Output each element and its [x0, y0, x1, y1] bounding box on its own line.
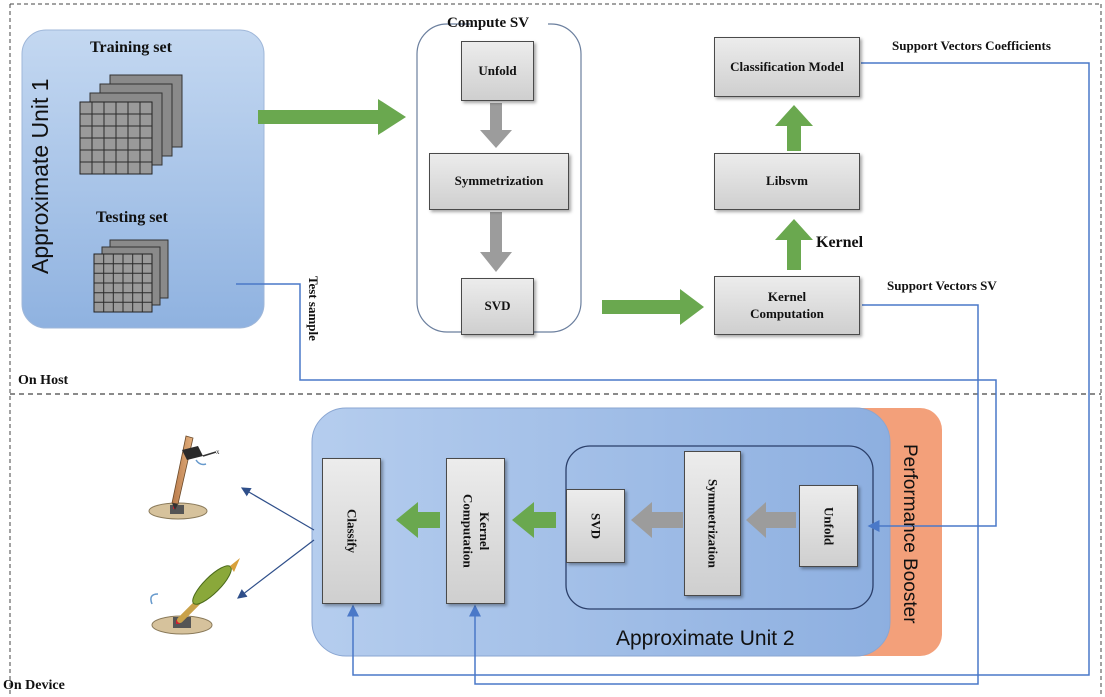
svg-text:x: x	[216, 448, 220, 456]
compute-sv-title: Compute SV	[447, 15, 530, 31]
training-set-grid-icon	[79, 74, 183, 175]
coefficients-line	[347, 62, 1090, 676]
on-device-label: On Device	[3, 678, 65, 693]
gray-arrow-unfold-sym-device	[746, 502, 796, 538]
classification-model-box: Classification Model	[714, 37, 860, 97]
outer-frame	[9, 3, 1102, 697]
support-vectors-sv-label: Support Vectors SV	[887, 278, 997, 293]
classify-out-arrow-2	[237, 539, 315, 599]
device-symmetrization-box: Symmetrization	[684, 451, 741, 596]
host-symmetrization-box: Symmetrization	[429, 153, 569, 210]
test-sample-label: Test sample	[306, 276, 321, 341]
kernel-label: Kernel	[816, 234, 864, 251]
performance-booster-title: Performance Booster	[899, 444, 920, 624]
support-vectors-coefficients-label: Support Vectors Coefficients	[892, 38, 1051, 53]
classify-out-arrow-1	[240, 487, 315, 531]
green-arrow-to-model	[775, 105, 813, 151]
device-svd-box: SVD	[566, 489, 625, 563]
unit1-title: Approximate Unit 1	[27, 78, 53, 274]
green-arrow-svd-kernel-device	[512, 502, 556, 538]
green-arrow-to-kernel	[602, 289, 704, 325]
device-classify-box: Classify	[322, 458, 381, 604]
gray-arrow-sym-svd-device	[631, 502, 683, 538]
green-arrow-to-libsvm	[775, 219, 813, 270]
gray-arrow-unfold-sym	[480, 103, 512, 148]
host-unfold-box: Unfold	[461, 41, 534, 101]
support-vectors-line	[469, 304, 979, 685]
unit2-title: Approximate Unit 2	[616, 627, 795, 650]
kernel-computation-box: Kernel Computation	[714, 276, 860, 335]
test-sample-line	[236, 283, 997, 532]
training-set-label: Training set	[90, 39, 172, 56]
green-arrow-kernel-classify-device	[396, 502, 440, 538]
green-arrow-to-compute	[258, 99, 406, 135]
gray-arrow-sym-svd	[480, 212, 512, 272]
device-unfold-box: Unfold	[799, 485, 858, 567]
pen-device-icon: x	[148, 435, 220, 520]
libsvm-box: Libsvm	[714, 153, 860, 210]
testing-set-grid-icon	[93, 239, 169, 313]
testing-set-label: Testing set	[96, 209, 168, 226]
on-host-label: On Host	[18, 373, 69, 388]
host-svd-box: SVD	[461, 278, 534, 335]
device-kernel-computation-box: Kernel Computation	[446, 458, 505, 604]
rocket-device-icon	[150, 558, 240, 635]
